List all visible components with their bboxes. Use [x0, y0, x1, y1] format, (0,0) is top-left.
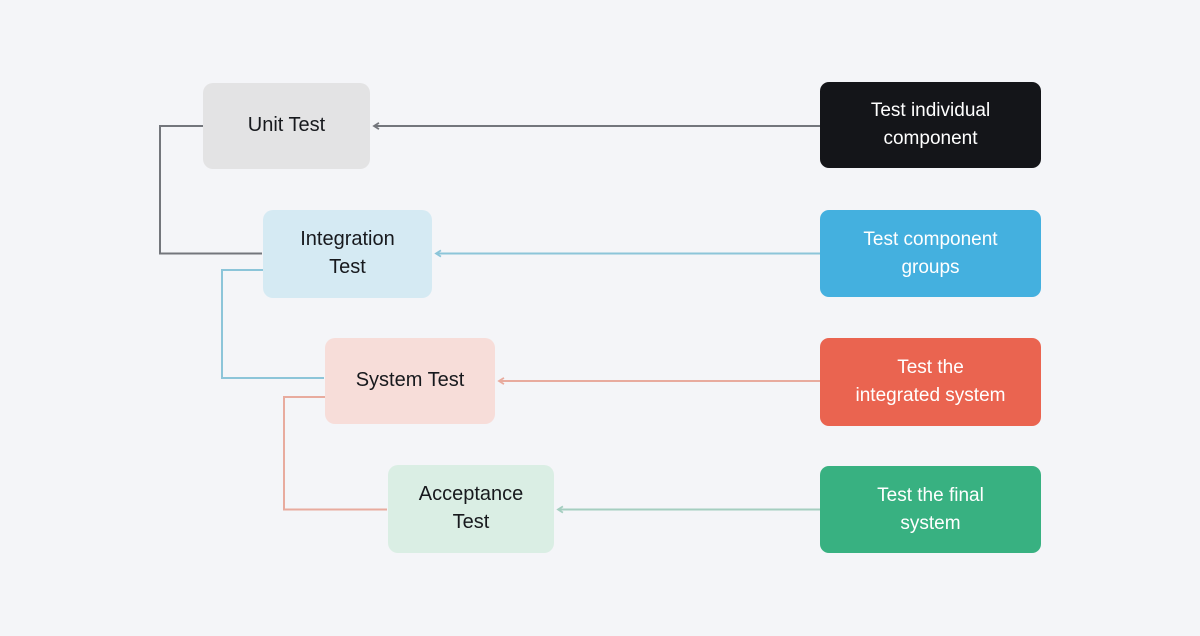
- node-acceptance-test: Acceptance Test: [388, 465, 554, 553]
- card-test-component-groups: Test component groups: [820, 210, 1041, 297]
- card-test-individual-component: Test individual component: [820, 82, 1041, 168]
- card-test-integrated-system: Test the integrated system: [820, 338, 1041, 426]
- connector-system-to-acceptance: [283, 396, 387, 511]
- node-unit-test: Unit Test: [203, 83, 370, 169]
- card-label: Test the integrated system: [855, 357, 1006, 406]
- node-label: Acceptance Test: [418, 483, 524, 533]
- node-label: Unit Test: [247, 114, 326, 137]
- node-system-test: System Test: [325, 338, 495, 424]
- card-label: Test component groups: [863, 228, 998, 278]
- node-label: Integration Test: [300, 228, 395, 278]
- connector-integration-to-system: [221, 269, 324, 379]
- card-test-final-system: Test the final system: [820, 466, 1041, 553]
- card-label: Test the final system: [877, 484, 984, 534]
- node-integration-test: Integration Test: [263, 210, 432, 298]
- connector-unit-to-integration: [159, 125, 262, 255]
- node-label: System Test: [355, 369, 465, 392]
- card-label: Test individual component: [870, 100, 991, 149]
